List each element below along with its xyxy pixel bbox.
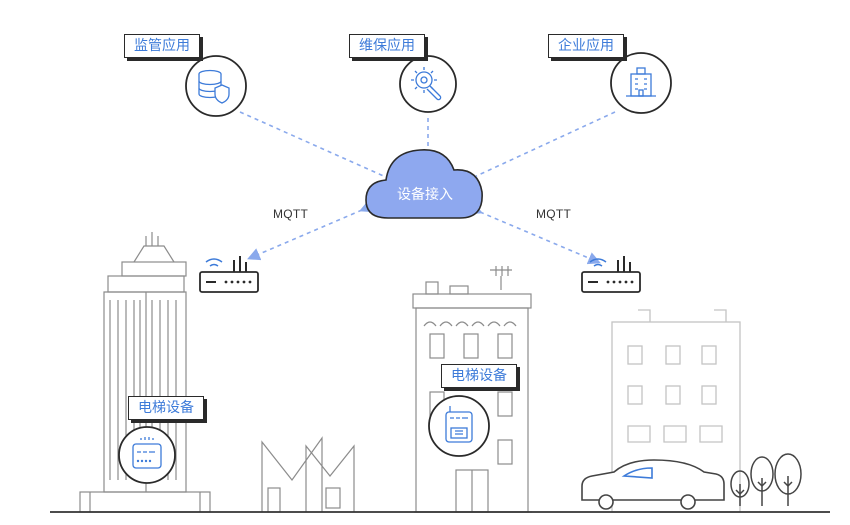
apartment-building-illustration [412,266,532,513]
enterprise-app-node [610,52,672,114]
supervision-app-node [185,55,247,117]
right-gateway-router-icon [581,256,641,293]
trees-illustration [730,453,802,506]
elevator-controller-icon [132,437,162,469]
app-cloud-links [239,111,616,179]
center-device-label: 电梯设备 [441,364,517,388]
cloud-label: 设备接入 [397,187,453,203]
office-building-icon [626,67,656,97]
mqtt-left-label: MQTT [273,207,309,221]
small-houses-illustration [261,436,355,513]
car-illustration [581,459,725,510]
enterprise-app-label: 企业应用 [548,34,624,58]
left-elevator-device-node [118,426,176,484]
maintenance-app-node [399,55,457,113]
device-access-cloud [365,149,483,219]
elevator-controller-icon [445,406,473,443]
maintenance-app-label: 维保应用 [349,34,425,58]
supervision-app-label: 监管应用 [124,34,200,58]
wrench-gear-icon [411,67,442,101]
office-block-illustration [611,309,741,513]
database-shield-icon [198,69,230,104]
center-elevator-device-node [428,395,490,457]
mqtt-links [247,200,601,265]
mqtt-right-label: MQTT [536,207,572,221]
left-gateway-router-icon [199,256,259,293]
left-device-label: 电梯设备 [128,396,204,420]
